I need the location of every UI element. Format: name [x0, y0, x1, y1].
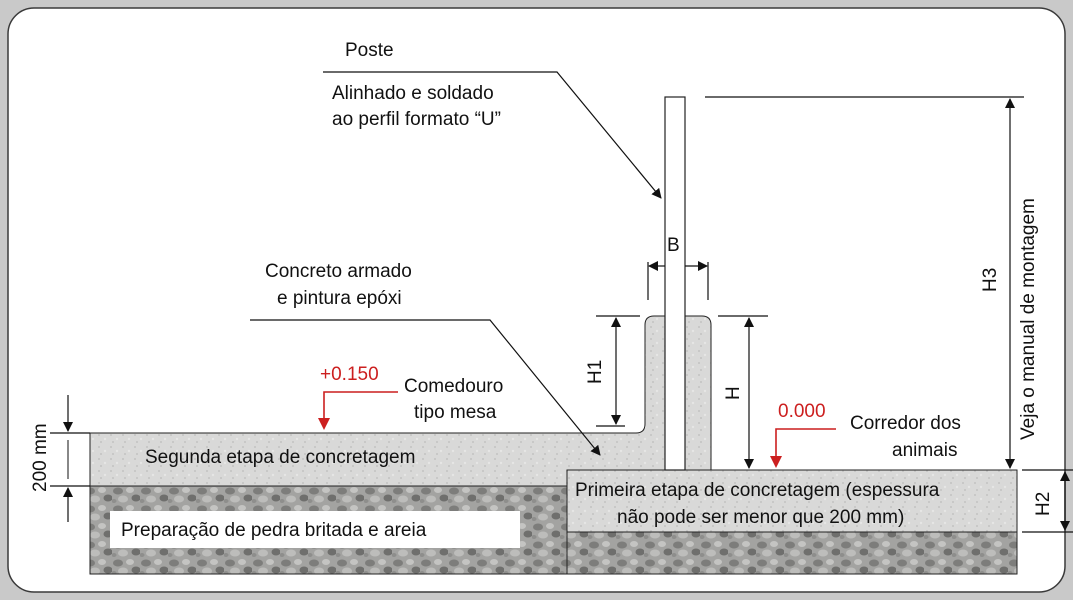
- elevation-marker-high: [318, 391, 398, 430]
- poste-leader: [323, 71, 662, 199]
- label-elevation-high: +0.150: [320, 364, 379, 385]
- concreto-leader: [250, 319, 601, 456]
- label-dim-b: B: [667, 235, 680, 256]
- label-primeira-2: não pode ser menor que 200 mm): [617, 507, 904, 528]
- label-dim-h1: H1: [585, 360, 606, 384]
- label-dim-200: 200 mm: [30, 423, 51, 492]
- post: [664, 96, 686, 471]
- label-primeira-1: Primeira etapa de concretagem (espessura: [575, 480, 940, 501]
- label-preparacao: Preparação de pedra britada e areia: [121, 520, 427, 541]
- second-concrete-stage: [89, 315, 712, 487]
- label-dim-h2: H2: [1033, 492, 1054, 516]
- label-comedouro-1: Comedouro: [404, 376, 503, 397]
- label-dim-h3: H3: [980, 268, 1001, 292]
- label-comedouro-2: tipo mesa: [414, 402, 497, 423]
- label-elevation-zero: 0.000: [778, 401, 826, 422]
- elevation-marker-zero: [770, 428, 836, 468]
- first-concrete-stage: [566, 469, 1018, 533]
- label-alinhado-1: Alinhado e soldado: [332, 83, 494, 104]
- label-segunda: Segunda etapa de concretagem: [145, 447, 415, 468]
- label-veja: Veja o manual de montagem: [1018, 198, 1039, 440]
- label-concreto-1: Concreto armado: [265, 261, 412, 282]
- label-alinhado-2: ao perfil formato “U”: [332, 109, 501, 130]
- label-poste: Poste: [345, 40, 394, 61]
- label-dim-h: H: [723, 386, 744, 400]
- gravel-layer-right: [566, 531, 1018, 575]
- label-corredor-1: Corredor dos: [850, 413, 961, 434]
- label-corredor-2: animais: [892, 440, 957, 461]
- preparacao-label-box: [110, 511, 520, 548]
- label-concreto-2: e pintura epóxi: [277, 288, 402, 309]
